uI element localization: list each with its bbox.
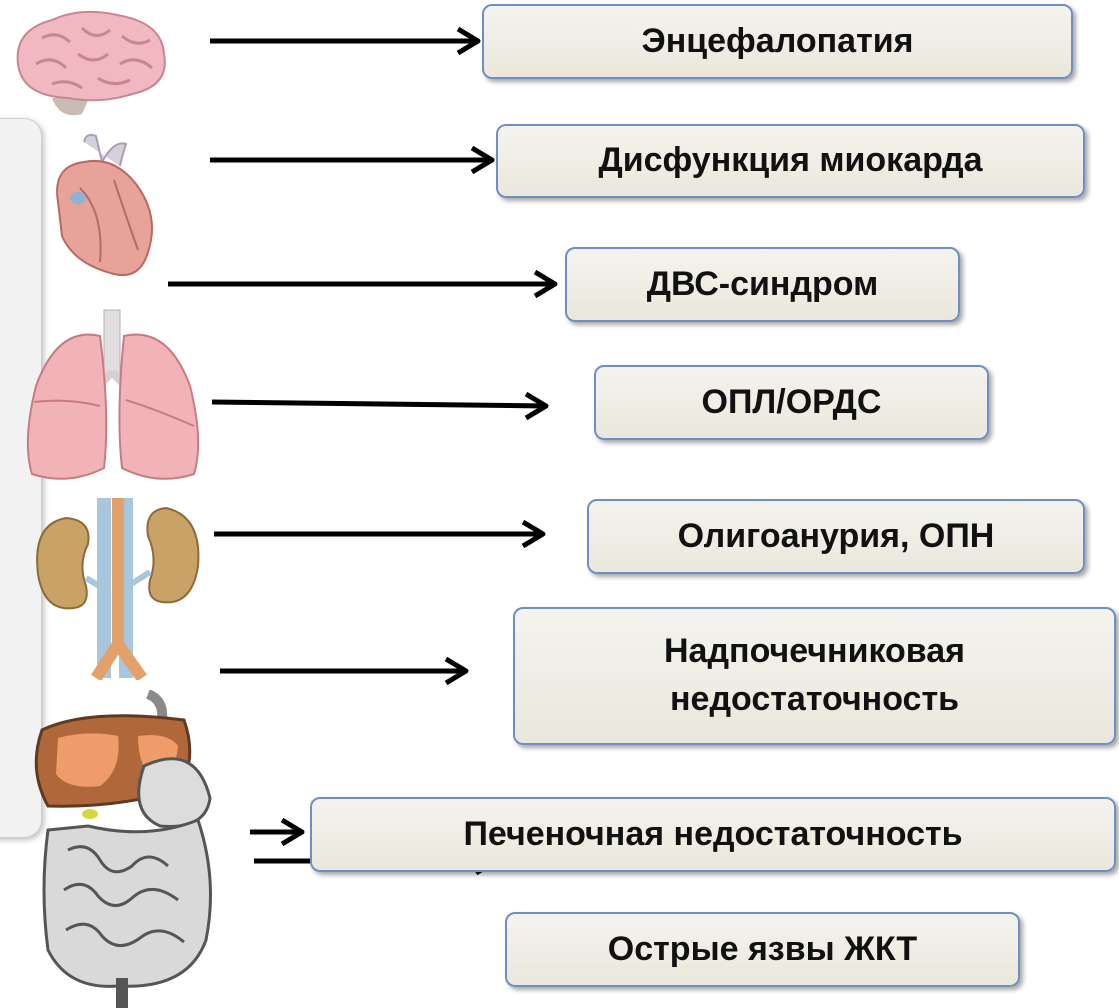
label-dic-syndrome: ДВС-синдром	[647, 261, 879, 309]
label-liver-failure: Печеночная недостаточность	[463, 811, 962, 859]
label-oliguria-arf: Олигоанурия, ОПН	[678, 513, 995, 561]
arrow-ali-ards	[212, 402, 546, 406]
label-ali-ards: ОПЛ/ОРДС	[702, 379, 882, 427]
label-adrenal-insufficiency: Надпочечниковая недостаточность	[575, 628, 1054, 723]
box-adrenal-insufficiency: Надпочечниковая недостаточность	[513, 607, 1116, 745]
box-ali-ards: ОПЛ/ОРДС	[594, 365, 989, 440]
box-encephalopathy: Энцефалопатия	[482, 4, 1073, 79]
label-gi-ulcers: Острые язвы ЖКТ	[608, 926, 917, 974]
label-encephalopathy: Энцефалопатия	[642, 18, 914, 66]
box-oliguria-arf: Олигоанурия, ОПН	[587, 499, 1085, 574]
box-liver-failure: Печеночная недостаточность	[310, 797, 1116, 872]
box-myocardial-dysfunction: Дисфункция миокарда	[496, 124, 1085, 198]
box-dic-syndrome: ДВС-синдром	[565, 247, 960, 322]
label-myocardial-dysfunction: Дисфункция миокарда	[598, 137, 982, 185]
box-gi-ulcers: Острые язвы ЖКТ	[505, 912, 1020, 987]
